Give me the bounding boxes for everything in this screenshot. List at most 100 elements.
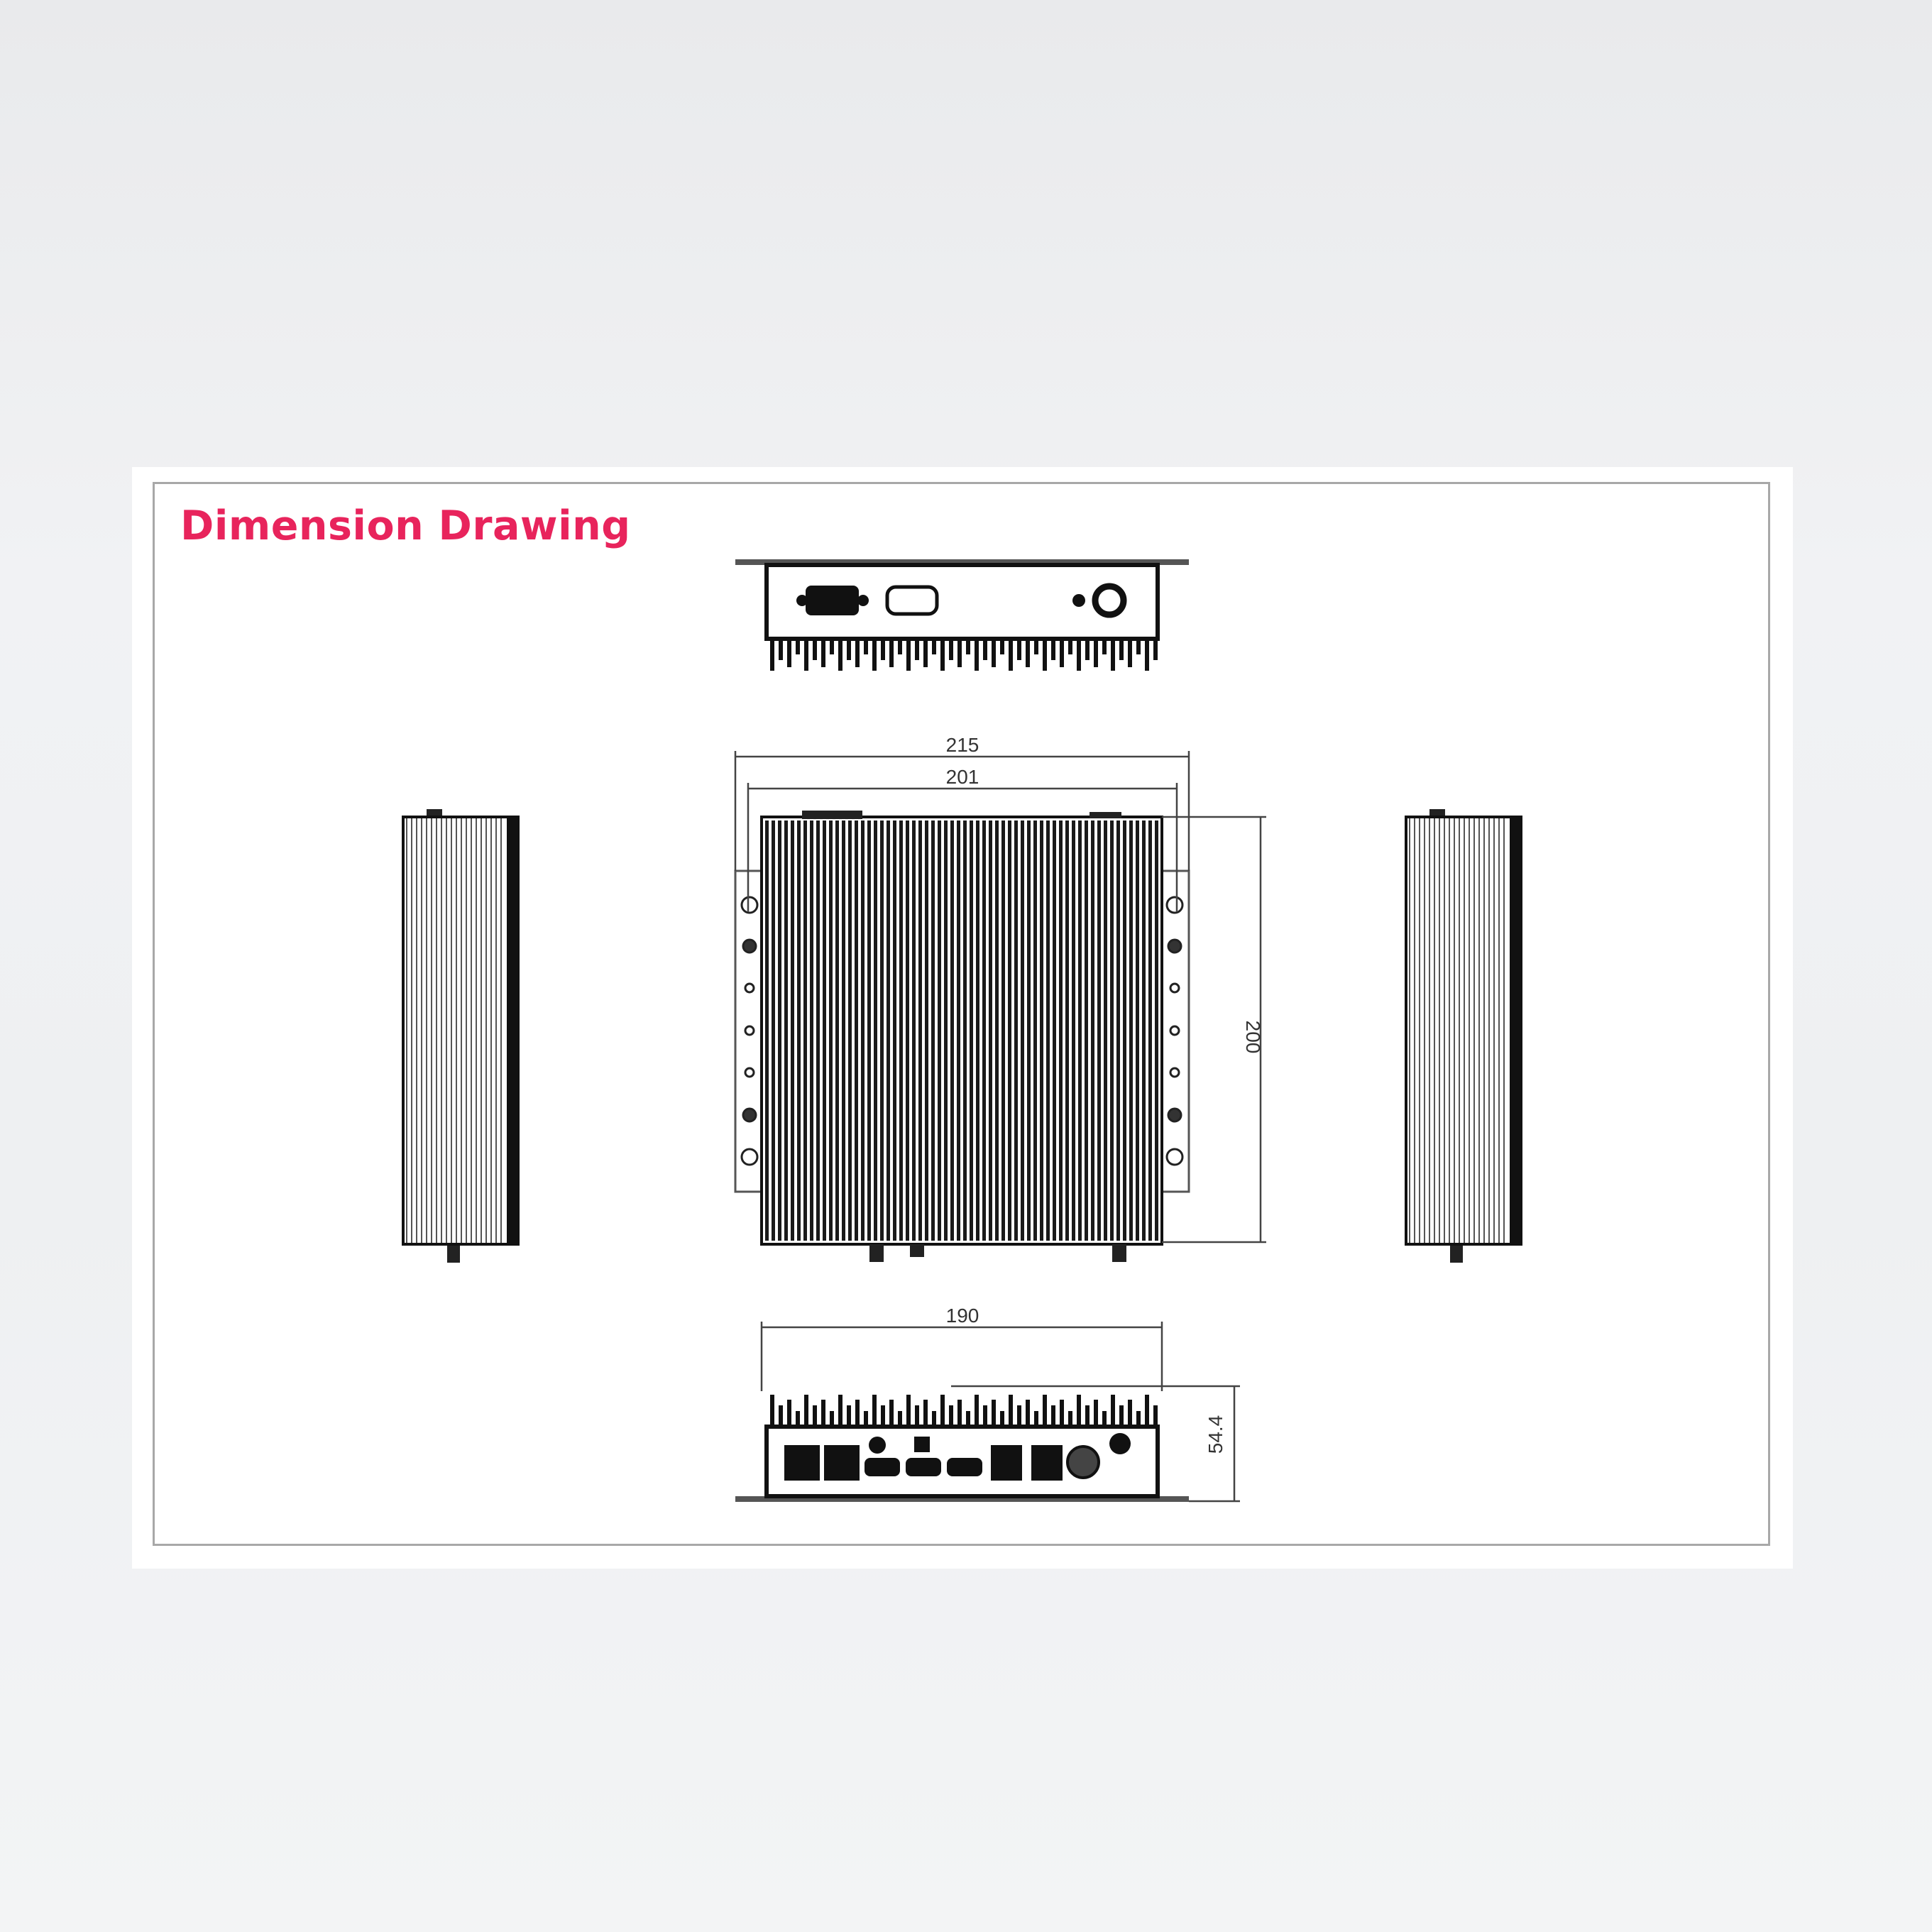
mounting-hole-icon bbox=[742, 938, 757, 954]
heatsink-fin bbox=[1026, 639, 1030, 667]
heatsink-fin bbox=[1123, 820, 1126, 1241]
heatsink-fin bbox=[816, 820, 820, 1241]
page-title: Dimension Drawing bbox=[180, 503, 631, 549]
heatsink-fin bbox=[1142, 820, 1146, 1241]
heatsink-fin bbox=[1155, 820, 1158, 1241]
heatsink-fin bbox=[772, 820, 775, 1241]
heatsink-fin bbox=[1000, 1411, 1004, 1427]
heatsink-fin bbox=[1128, 639, 1132, 667]
heatsink-fin bbox=[1014, 820, 1018, 1241]
lan-port-icon bbox=[824, 1445, 860, 1481]
heatsink-fin bbox=[1078, 820, 1082, 1241]
heatsink-fin bbox=[992, 639, 996, 667]
heatsink-fin bbox=[1136, 639, 1141, 654]
side-fin-line bbox=[495, 817, 497, 1244]
right-side-view bbox=[1405, 809, 1522, 1263]
heatsink-fin bbox=[872, 639, 877, 671]
side-fin-line bbox=[1483, 817, 1485, 1244]
heatsink-fin bbox=[867, 820, 871, 1241]
heatsink-fin bbox=[1072, 820, 1075, 1241]
heatsink-fin bbox=[957, 1400, 962, 1427]
heatsink-fin bbox=[1077, 1395, 1081, 1427]
heatsink-fin bbox=[1085, 1405, 1090, 1427]
heatsink-fin bbox=[823, 820, 826, 1241]
heatsink-fin bbox=[810, 820, 813, 1241]
heatsink-fin bbox=[1102, 1411, 1107, 1427]
heatsink-fin bbox=[1091, 820, 1094, 1241]
heatsink-fin bbox=[932, 639, 936, 654]
heatsink-fin bbox=[893, 820, 896, 1241]
heatsink-fin bbox=[861, 820, 865, 1241]
heatsink-fin bbox=[983, 639, 987, 660]
heatsink-fin bbox=[1046, 820, 1050, 1241]
heatsink-fin bbox=[963, 820, 967, 1241]
heatsink-fin bbox=[1026, 1400, 1030, 1427]
heatsink-fin bbox=[1051, 1405, 1055, 1427]
mounting-hole-icon bbox=[1165, 1148, 1184, 1166]
heatsink-fin bbox=[1119, 639, 1124, 660]
heatsink-fin bbox=[944, 820, 948, 1241]
heatsink-fin bbox=[787, 1400, 791, 1427]
side-edge bbox=[507, 817, 517, 1244]
dim-width-overall: 215 bbox=[946, 734, 979, 756]
antenna-connector bbox=[1450, 1244, 1463, 1263]
heatsink-fin bbox=[1021, 820, 1024, 1241]
heatsink-fin bbox=[821, 639, 825, 667]
heatsink-fin bbox=[1119, 1405, 1124, 1427]
side-fin-line bbox=[1469, 817, 1470, 1244]
heatsink-fin bbox=[855, 639, 860, 667]
heatsink-fin bbox=[1148, 820, 1152, 1241]
usb-port-icon bbox=[1031, 1445, 1063, 1481]
heatsink-fin bbox=[957, 820, 960, 1241]
heatsink-fin bbox=[813, 639, 817, 660]
heatsink-fin bbox=[1077, 639, 1081, 671]
side-fin-line bbox=[1424, 817, 1425, 1244]
dim-height: 54.4 bbox=[1204, 1415, 1226, 1454]
heatsink-fin bbox=[1111, 1395, 1115, 1427]
heatsink-fin bbox=[887, 820, 890, 1241]
heatsink-fin bbox=[989, 820, 992, 1241]
heatsink-fin bbox=[889, 639, 894, 667]
side-fin-line bbox=[1419, 817, 1420, 1244]
heatsink-fin bbox=[1129, 820, 1133, 1241]
heatsink-fin bbox=[804, 639, 808, 671]
side-fin-line bbox=[1478, 817, 1480, 1244]
mounting-hole-icon bbox=[742, 1107, 757, 1123]
antenna-icon bbox=[869, 1437, 886, 1454]
heatsink-fin bbox=[1136, 1411, 1141, 1427]
heatsink-fin bbox=[983, 1405, 987, 1427]
heatsink-fin bbox=[931, 820, 935, 1241]
heatsink-fin bbox=[1068, 1411, 1072, 1427]
heatsink-fin bbox=[906, 639, 911, 671]
heatsink-fin bbox=[938, 820, 941, 1241]
heatsink-fin bbox=[770, 1395, 774, 1427]
heatsink-fin bbox=[975, 639, 979, 671]
heatsink-fin bbox=[1051, 639, 1055, 660]
mounting-hole-icon bbox=[744, 1067, 755, 1078]
heatsink-fin bbox=[770, 639, 774, 671]
heatsink-fin bbox=[940, 639, 945, 671]
heatsink-fin bbox=[1094, 1400, 1098, 1427]
heatsink-fin bbox=[847, 1405, 851, 1427]
heatsink-fin bbox=[1097, 820, 1101, 1241]
hdmi-port-icon bbox=[865, 1458, 900, 1476]
heatsink-fin bbox=[950, 820, 954, 1241]
left-side-view bbox=[402, 809, 520, 1263]
heatsink-fin bbox=[779, 1405, 783, 1427]
heatsink-fin bbox=[813, 1405, 817, 1427]
heatsink-fin bbox=[855, 820, 858, 1241]
mounting-hole-icon bbox=[1165, 896, 1184, 914]
mounting-hole-icon bbox=[1167, 1107, 1182, 1123]
side-fin-line bbox=[446, 817, 447, 1244]
heatsink-fin bbox=[804, 1395, 808, 1427]
heatsink-fin bbox=[1145, 1395, 1149, 1427]
mounting-hole-icon bbox=[740, 1148, 759, 1166]
heatsink-fin bbox=[881, 1405, 885, 1427]
heatsink-fin bbox=[976, 820, 979, 1241]
side-fin-line bbox=[1444, 817, 1445, 1244]
mounting-hole-icon bbox=[740, 896, 759, 914]
side-fin-line bbox=[456, 817, 457, 1244]
heatsink-fin bbox=[830, 639, 834, 654]
side-fin-line bbox=[1464, 817, 1465, 1244]
